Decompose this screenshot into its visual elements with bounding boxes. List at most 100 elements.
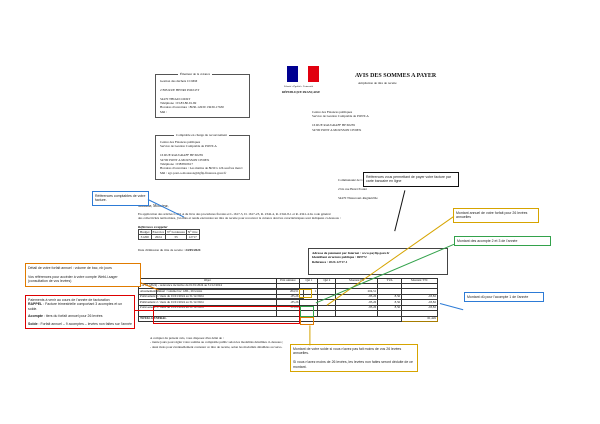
issue-date: Date d'émission du titre de recette : 24…	[138, 248, 200, 252]
greeting: Madame, Monsieur,	[138, 204, 169, 208]
table-cell-ttc: -93,82	[401, 304, 438, 312]
payment-details: Adresse de paiement par Internet : www.p…	[309, 249, 447, 266]
table-cell-ttc	[401, 288, 438, 295]
payments-acompte: : tiers du forfait annuel pour 26 levées	[42, 314, 103, 319]
annual-highlight	[299, 289, 312, 298]
accountant-line: Service de Gestion Comptable de PONT-A	[160, 144, 217, 149]
accountant-line: Centre des Finances publiques	[160, 140, 201, 144]
marianne-flag-icon	[287, 66, 320, 82]
note-payments: Paiements à venir au cours de l'année de…	[25, 295, 135, 330]
note-first-installment: Montant dû pour l'acompte 1 de l'année	[464, 292, 544, 303]
issue-date-value: 24/05/2024	[185, 248, 201, 252]
creditor-legend: Émetteur de la créance	[178, 72, 213, 77]
legal-text: En application des articles L.252 A du l…	[138, 212, 341, 221]
table-cell-ht: 204,51	[335, 288, 379, 295]
reference-value: 2024	[150, 234, 167, 241]
payment-line: Identifiant structure publique : 069772	[312, 255, 367, 260]
creditor-line: Téléphone : 03.83.80.91.69	[160, 101, 197, 106]
reference-value: 33	[165, 234, 187, 241]
republique-logo: Liberté • Égalité • Fraternité RÉPUBLIQU…	[278, 66, 328, 106]
payments-solde: : Forfait annuel – 9 acomptes – levées n…	[37, 321, 132, 326]
payments-rappel-label: RAPPEL	[28, 302, 43, 307]
payments-acompte-label: Acompte	[28, 314, 43, 319]
note-refs: Références comptables de votre facture.	[92, 191, 149, 206]
accountant-line: Mél : sgc.pont-a-mousson@dgfip.finances.…	[160, 170, 227, 175]
connector-payments	[135, 310, 154, 311]
creditor-box: Émetteur de la créance Gestion des déche…	[155, 72, 250, 118]
reference-header: Budget	[138, 229, 152, 236]
legal-line: des collectivités territoriales, j'ai ém…	[138, 216, 341, 221]
note-bank: Références vous permettant de payer votr…	[363, 172, 459, 187]
reference-header: Exercice	[150, 229, 167, 236]
footer-line: - trente jours pour régler votre somme a…	[150, 340, 284, 345]
installments-highlight	[300, 306, 314, 317]
table-cell-ht: -85,26	[335, 304, 379, 312]
page-subtitle: Ampliation de titre de recette	[358, 81, 397, 85]
logo-name: RÉPUBLIQUE FRANÇAISE	[282, 90, 321, 95]
payments-solde-label: Solde	[28, 321, 38, 326]
recipient-line: 54470 Thiaucourt-Regniéville	[338, 195, 378, 200]
accountant-line: 54700 PONT A MOUSSON CEDEX	[160, 157, 210, 162]
reference-header: N° bordereau	[165, 229, 187, 236]
reference-value: 31200	[138, 234, 152, 241]
payment-box: Adresse de paiement par Internet : www.p…	[308, 248, 448, 275]
table-cell-object: Prélèvement 3 / mois du 01/01/2024 au 31…	[138, 304, 277, 312]
table-cell-ht: -85,26	[335, 299, 379, 306]
footer-line: - deux mois pour éventuellement conteste…	[150, 344, 283, 349]
payments-rappel: : Facture trimestrielle comportant 3 aco…	[28, 302, 123, 311]
accountant-legend: Comptable en charge du recouvrement	[174, 133, 230, 138]
center-line: 16 RUE RAUGRAFF BP 60239	[312, 123, 355, 128]
creditor-line: 2 BIS RUE HENRI POULET	[160, 87, 200, 92]
reference-header: N° titre	[185, 229, 200, 236]
table-header: Montant TTC	[401, 278, 438, 284]
invoice-footer: A compter du présent avis, vous disposez…	[150, 336, 283, 349]
accountant-line: 16 RUE RAUGRAFF BP 60239	[160, 153, 203, 158]
accountant-box: Comptable en charge du recouvrement Cent…	[155, 133, 250, 180]
footer-line: A compter du présent avis, vous disposez…	[150, 336, 224, 340]
note-installments: Montant des acompte 2 et 3 de l'année	[454, 236, 551, 247]
creditor-line: 54470 THIAUCOURT	[160, 96, 191, 101]
issue-date-label: Date d'émission du titre de recette :	[138, 248, 185, 252]
table-cell-object: Prélèvement 1 / mois du 01/01/2024 au 31…	[138, 293, 277, 301]
reference-value: 12717	[185, 234, 200, 241]
note-balance: Montant de votre solde si vous n'avez pa…	[290, 344, 418, 373]
creditor-address: Gestion des déchets CCMM 2 BIS RUE HENRI…	[160, 79, 224, 114]
page-title: AVIS DES SOMMES A PAYER	[355, 73, 437, 79]
recipient-line: 2 bis rue Henri Poulet	[338, 186, 367, 191]
logo-motto: Liberté • Égalité • Fraternité	[284, 85, 313, 88]
note-annual: Montant annuel de votre forfait pour 26 …	[453, 208, 539, 223]
balance-highlight	[300, 317, 314, 325]
payment-line: Référence : 2024-12717-1	[312, 259, 348, 264]
table-cell-ttc	[401, 282, 438, 290]
accountant-line: Horaires d'ouverture : Les matins de 8h3…	[160, 166, 243, 171]
table-row: Abonnement annuel : volume bac 120L, 26 …	[138, 288, 438, 295]
table-cell-ttc: -93,82	[401, 299, 438, 306]
creditor-line: Horaires d'ouverture : 8h30-12h30 13h30-…	[160, 105, 224, 110]
creditor-line: Mél :	[160, 109, 168, 114]
payment-line: Adresse de paiement par Internet : www.p…	[312, 251, 390, 255]
reference-caption: Références à rappeler	[138, 225, 168, 229]
center-line: 54700 PONT A MOUSSON CEDEX	[312, 127, 362, 132]
creditor-line: Gestion des déchets CCMM	[160, 79, 198, 83]
table-cell-ttc: -93,82	[401, 293, 438, 301]
center-line: Centre des Finances publiques	[312, 110, 353, 114]
payments-title: Paiements à venir au cours de l'année de…	[28, 298, 110, 302]
table-row: Prélèvement 2 / mois du 01/01/2024 au 31…	[138, 299, 438, 306]
accountant-line: Téléphone : 0383810617	[160, 162, 193, 167]
center-line: Service de Gestion Comptable de PONT-A	[312, 114, 369, 119]
legal-line: En application des articles L.252 A du l…	[138, 212, 331, 216]
table-row: Prélèvement 1 / mois du 01/01/2024 au 31…	[138, 293, 438, 301]
forfait-highlight	[156, 289, 304, 299]
payments-highlight	[153, 306, 300, 324]
table-cell-object: Prélèvement 2 / mois du 01/01/2024 au 31…	[138, 299, 277, 306]
table-row: Prélèvement 3 / mois du 01/01/2024 au 31…	[138, 304, 438, 312]
total-value: 61,42€	[401, 315, 438, 322]
connector-first-installment	[439, 303, 464, 310]
connector-balance	[309, 325, 311, 346]
note-forfait: Détail de votre forfait annuel : volume …	[25, 263, 141, 287]
